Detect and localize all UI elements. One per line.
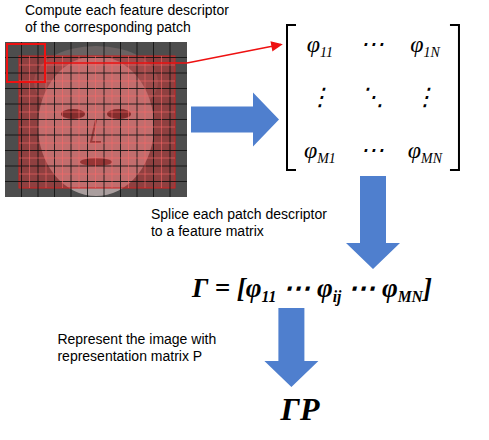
matrix-entry: ⋯ [360,30,384,59]
face-region [19,56,175,188]
step-caption: Compute each feature descriptor of the c… [25,2,239,36]
matrix-entry: ⋮ [413,83,437,112]
patch-highlight [7,44,45,82]
image-background [5,42,187,197]
feature-equation: Γ = [φ11 ⋯ φij ⋯ φMN] [190,272,434,305]
region-grid [19,56,175,188]
image-node: Compute each feature descriptor of the c… [5,42,187,197]
representation-product: ΓP [279,390,322,428]
equation-text: Γ = [φ11 ⋯ φij ⋯ φMN] [190,272,434,305]
matrix-entry: φMN [408,136,442,165]
face-image [5,42,187,197]
feature-matrix: φ11 ⋯ φ1N ⋮ ⋱ ⋮ φM1 ⋯ φMN [282,22,464,173]
flow-arrow [346,176,400,269]
matrix-entry: φM1 [304,136,336,165]
flow-arrow [191,93,279,147]
edge-label: Represent the image with representation … [57,331,257,365]
product-text: ΓP [279,390,322,428]
matrix-entry: ⋮ [308,83,332,112]
edge-label: Splice each patch descriptor to a featur… [151,206,339,240]
matrix-entry: ⋯ [360,136,384,165]
flow-arrow [264,308,318,387]
matrix-entry: φ1N [410,30,440,59]
matrix-entry: φ11 [307,30,333,59]
patch-arrow [187,42,281,63]
patch-pointer [45,62,187,64]
grid-lines [5,42,187,197]
matrix-entry: ⋱ [360,83,384,112]
bracket [287,25,459,170]
